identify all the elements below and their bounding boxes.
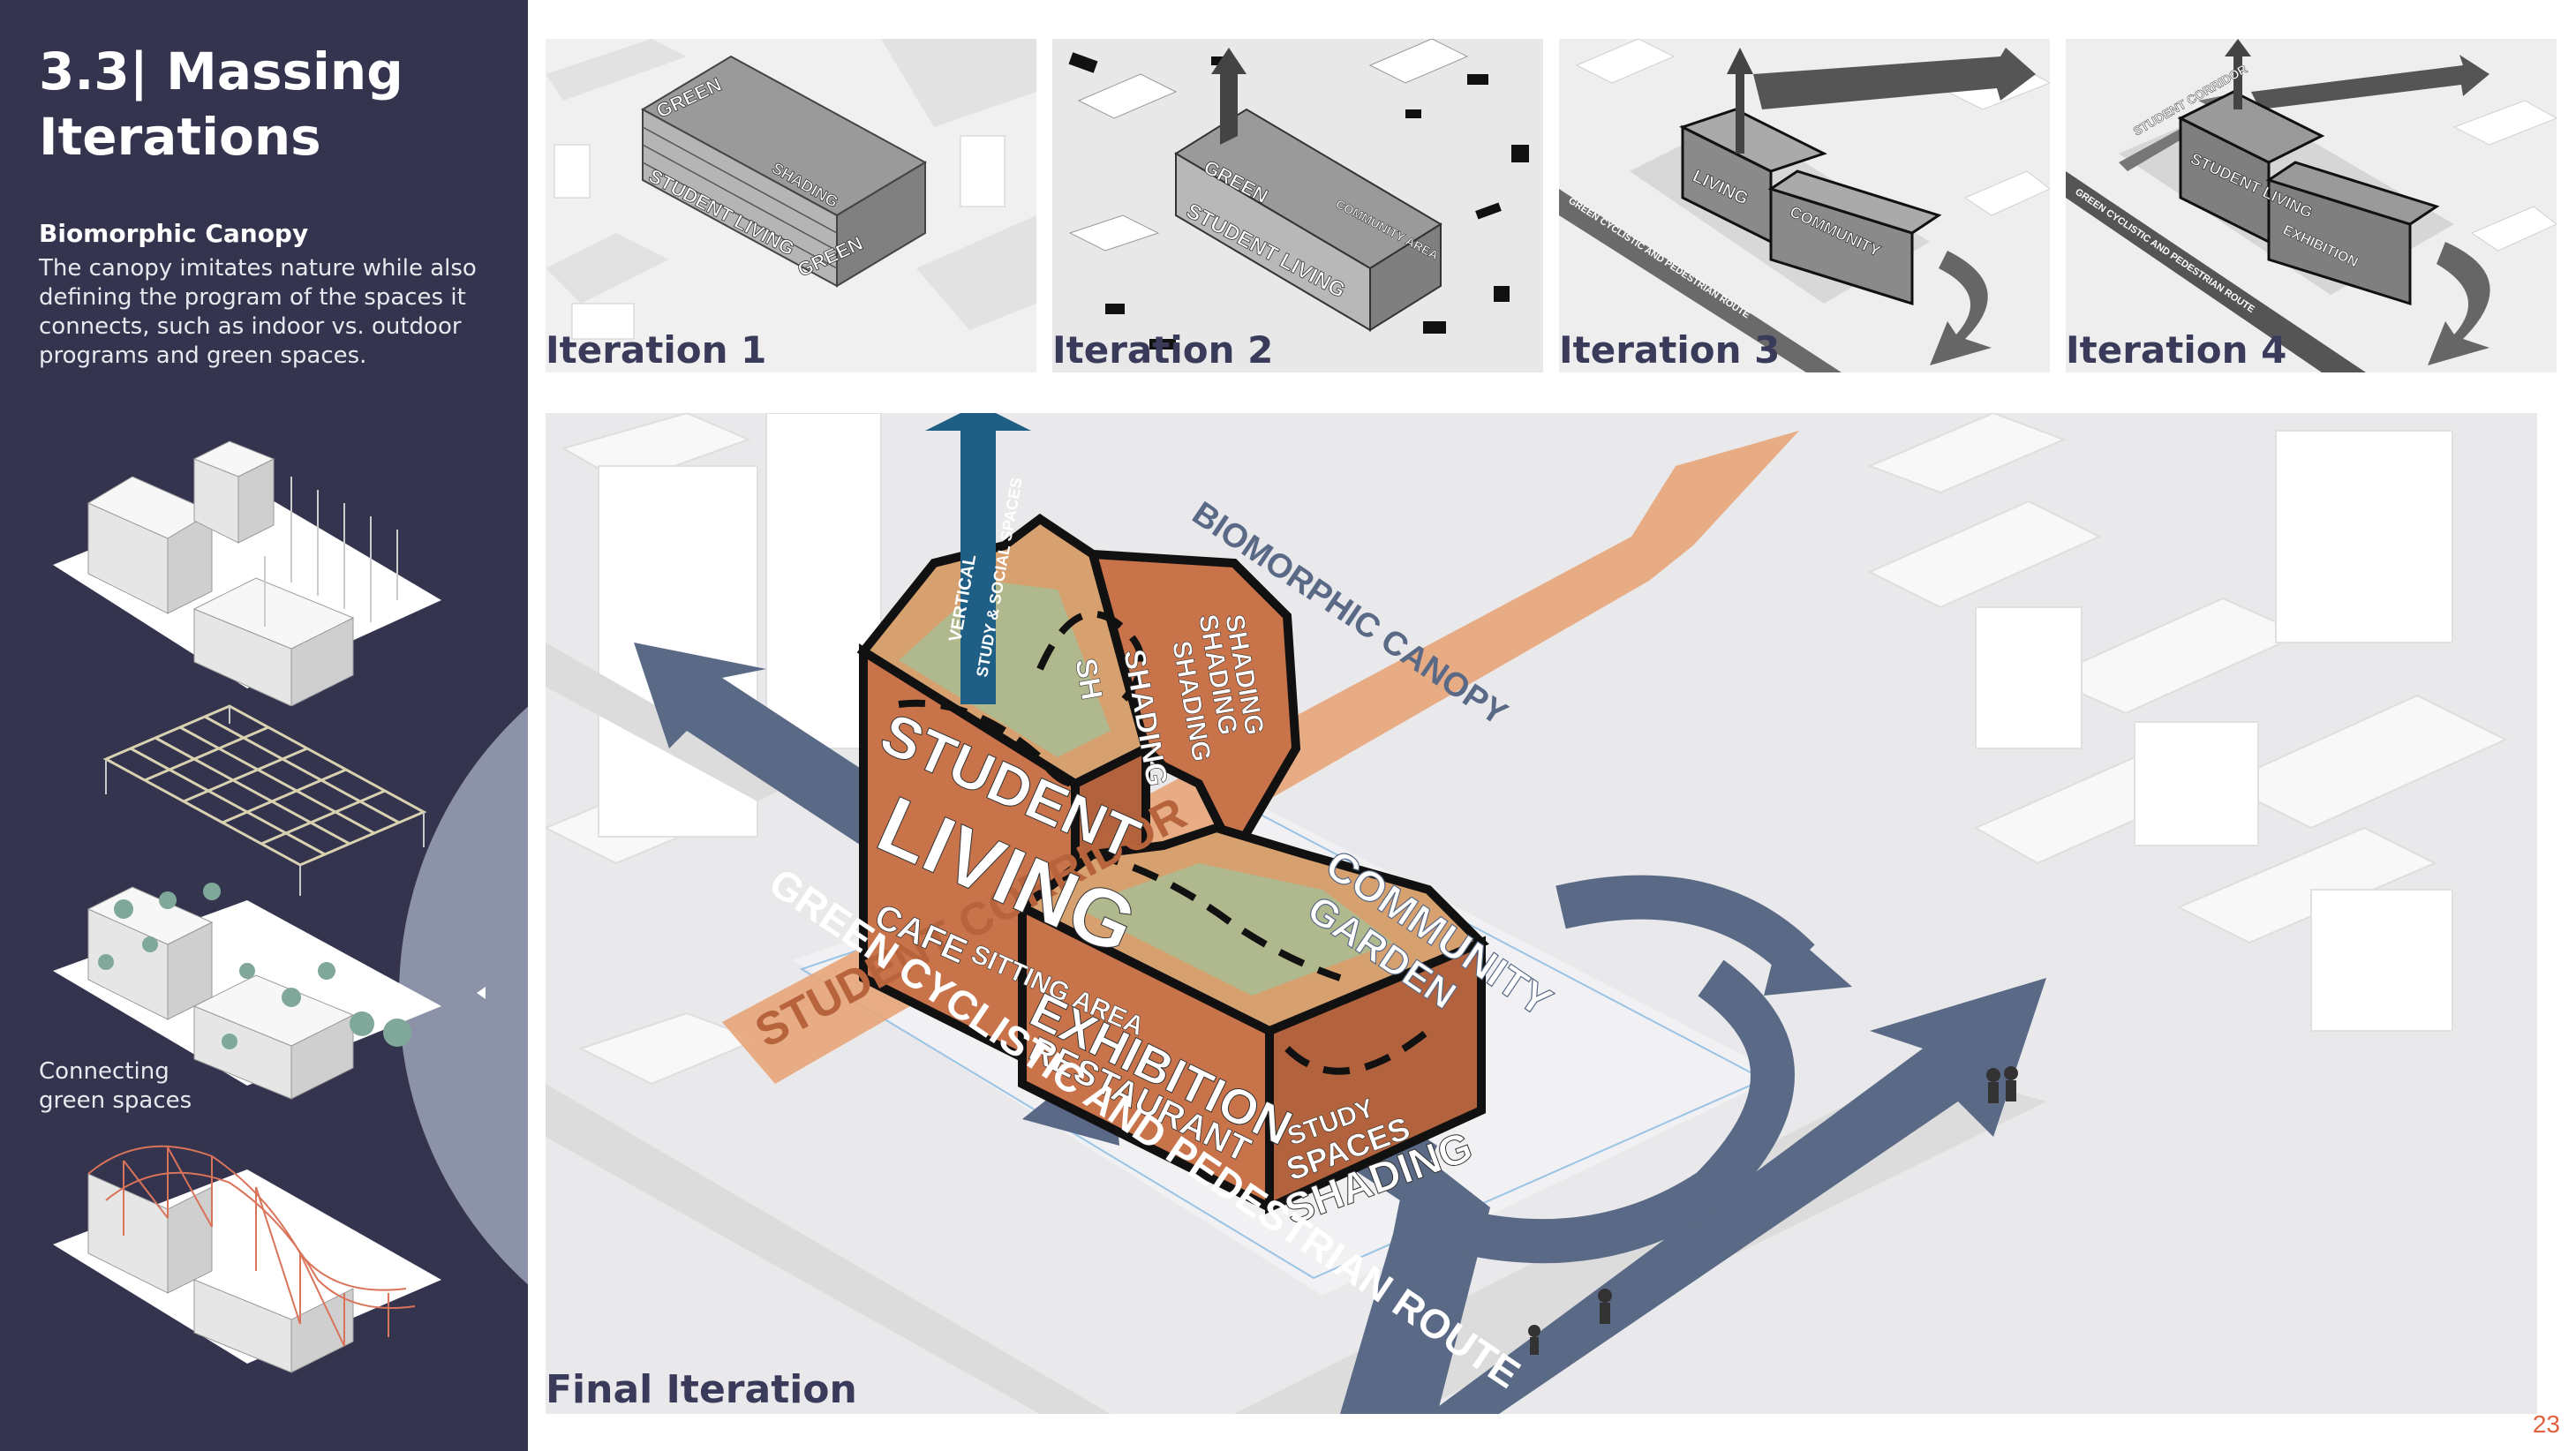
final-iteration-label: Final Iteration [546,1367,857,1412]
final-tag-shading-5: SH [1068,656,1109,703]
iteration-4-drawing: STUDENT CORRIDOR STUDENT LIVING EXHIBITI… [2066,39,2557,372]
section-subheading: Biomorphic Canopy [39,219,309,248]
massing-diagram-green-spaces [53,883,441,1100]
iteration-3-panel: LIVING COMMUNITY GREEN CYCLISTIC AND PED… [1559,39,2050,372]
iteration-1-label: Iteration 1 [546,328,767,372]
iteration-1-drawing: GREEN SHADING STUDENT LIVING GREEN [546,39,1036,372]
final-iteration-drawing: STUDENT CORRIDOR BIOMORPHIC CANOPY VERTI… [546,413,2537,1414]
sidebar: 3.3| Massing Iterations Biomorphic Canop… [0,0,528,1451]
iteration-2-label: Iteration 2 [1052,328,1274,372]
iteration-2-panel: GREEN STUDENT LIVING COMMUNITY AREA Iter… [1052,39,1543,372]
page-title: 3.3| Massing Iterations [39,41,403,167]
circle-arrow-icon [477,987,486,999]
massing-diagram-canopy-structure [53,1145,441,1373]
page-number: 23 [2532,1410,2560,1438]
iteration-3-drawing: LIVING COMMUNITY GREEN CYCLISTIC AND PED… [1559,39,2050,372]
iteration-2-drawing: GREEN STUDENT LIVING COMMUNITY AREA [1052,39,1543,372]
section-description: The canopy imitates nature while also de… [39,255,477,369]
iteration-1-panel: GREEN SHADING STUDENT LIVING GREEN Itera… [546,39,1036,372]
iteration-3-label: Iteration 3 [1559,328,1781,372]
caption-connecting-green-spaces: Connecting green spaces [39,1058,192,1114]
final-iteration-panel: STUDENT CORRIDOR BIOMORPHIC CANOPY VERTI… [546,413,2537,1414]
iteration-4-label: Iteration 4 [2066,328,2287,372]
massing-diagram-buildings [53,440,441,706]
massing-diagram-canopy-grid [102,704,427,896]
iteration-4-panel: STUDENT CORRIDOR STUDENT LIVING EXHIBITI… [2066,39,2557,372]
